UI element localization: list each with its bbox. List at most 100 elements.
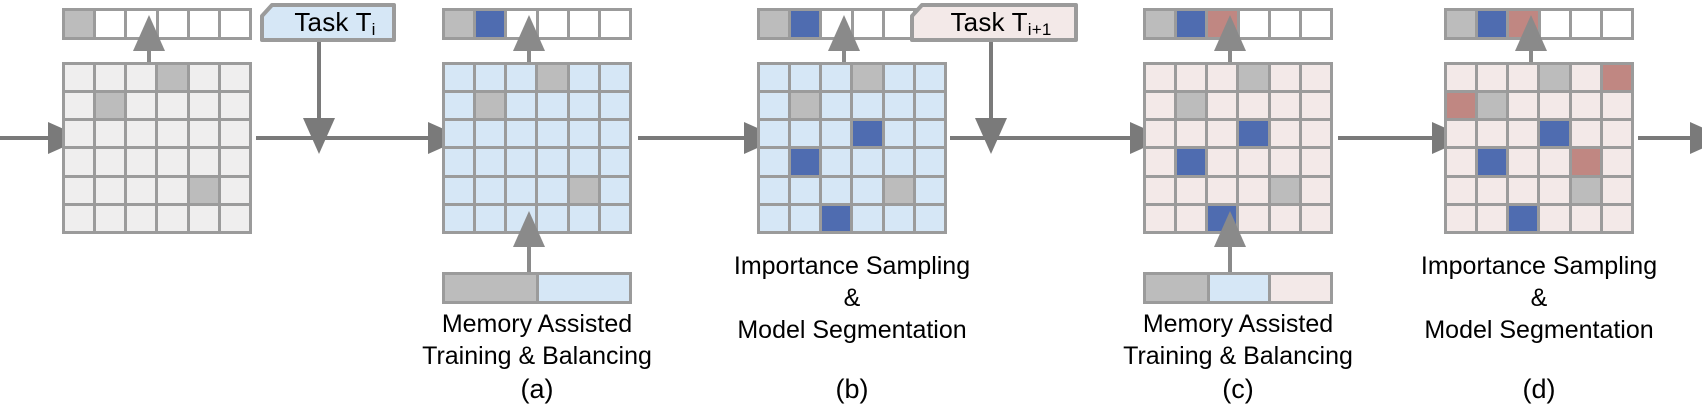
grid-cell (127, 65, 156, 91)
grid-cell (1509, 65, 1538, 91)
panel-c-top-bar (1143, 8, 1333, 40)
grid-cell (1447, 205, 1476, 231)
task-i1-drop-arrow (975, 40, 1007, 154)
bar-segment (1270, 11, 1299, 37)
grid-cell (1571, 149, 1600, 175)
grid-cell (476, 205, 505, 231)
memory-bar-segment (1146, 275, 1207, 301)
grid-cell (600, 149, 629, 175)
grid-cell (915, 65, 944, 91)
grid-cell (127, 93, 156, 119)
bar-segment (822, 11, 851, 37)
grid-cell (220, 65, 249, 91)
grid-cell (1177, 205, 1206, 231)
grid-cell (1239, 65, 1268, 91)
bar-segment (1540, 11, 1569, 37)
grid-cell (1208, 149, 1237, 175)
panel-b-caption: Importance Sampling & Model Segmentation (733, 252, 971, 344)
grid-cell (445, 149, 474, 175)
grid-cell (220, 121, 249, 147)
grid-cell (476, 65, 505, 91)
grid-cell (127, 149, 156, 175)
grid-cell (915, 205, 944, 231)
task-tag-ti-label: Task Ti (294, 6, 376, 39)
grid-cell (1270, 205, 1299, 231)
grid-cell (220, 93, 249, 119)
grid-cell (65, 177, 94, 203)
grid-cell (1301, 177, 1330, 203)
bar-segment (760, 11, 789, 37)
grid-cell (822, 177, 851, 203)
grid-cell (1177, 93, 1206, 119)
grid-cell (569, 149, 598, 175)
grid-cell (853, 65, 882, 91)
grid-cell (1509, 149, 1538, 175)
grid-cell (600, 205, 629, 231)
bar-segment (1177, 11, 1206, 37)
bar-segment (127, 11, 156, 37)
grid-cell (600, 121, 629, 147)
bar-segment (791, 11, 820, 37)
grid-cell (1571, 177, 1600, 203)
grid-cell (1540, 177, 1569, 203)
grid-cell (476, 121, 505, 147)
grid-cell (1509, 121, 1538, 147)
grid-cell (1239, 121, 1268, 147)
grid-cell (507, 205, 536, 231)
grid-cell (915, 177, 944, 203)
grid-cell (1208, 65, 1237, 91)
grid-cell (127, 205, 156, 231)
grid-cell (1270, 65, 1299, 91)
grid-cell (445, 65, 474, 91)
grid-cell (1301, 93, 1330, 119)
grid-cell (1447, 93, 1476, 119)
grid-cell (760, 205, 789, 231)
memory-bar-segment (1209, 275, 1269, 301)
bar-segment (158, 11, 187, 37)
grid-cell (1509, 93, 1538, 119)
grid-cell (1602, 121, 1631, 147)
grid-cell (1239, 149, 1268, 175)
grid-cell (1478, 65, 1507, 91)
grid-cell (445, 205, 474, 231)
grid-cell (760, 177, 789, 203)
grid-cell (884, 149, 913, 175)
grid-cell (96, 93, 125, 119)
grid-cell (1270, 93, 1299, 119)
bar-segment (445, 11, 474, 37)
grid-cell (1239, 177, 1268, 203)
grid-cell (569, 177, 598, 203)
panel-d-grid (1444, 62, 1634, 234)
panel-a-letter: (a) (520, 374, 554, 404)
grid-cell (1540, 65, 1569, 91)
grid-cell (1447, 65, 1476, 91)
grid-cell (822, 149, 851, 175)
panel-c-letter: (c) (1222, 374, 1254, 404)
grid-cell (822, 93, 851, 119)
grid-cell (853, 121, 882, 147)
grid-cell (1208, 177, 1237, 203)
panel-d-letter: (d) (1522, 374, 1556, 404)
grid-cell (1177, 177, 1206, 203)
grid-cell (822, 65, 851, 91)
grid-cell (569, 205, 598, 231)
bar-segment (1208, 11, 1237, 37)
grid-cell (1177, 121, 1206, 147)
task-tag-ti-shape (260, 3, 396, 42)
panel-0-grid (62, 62, 252, 234)
grid-cell (538, 177, 567, 203)
grid-cell (853, 149, 882, 175)
grid-cell (1447, 121, 1476, 147)
grid-cell (65, 93, 94, 119)
grid-cell (1602, 65, 1631, 91)
grid-cell (538, 121, 567, 147)
grid-cell (1602, 205, 1631, 231)
panel-c-grid (1143, 62, 1333, 234)
grid-cell (1270, 149, 1299, 175)
bar-segment (1602, 11, 1632, 37)
grid-cell (1208, 93, 1237, 119)
grid-cell (1478, 121, 1507, 147)
grid-cell (538, 149, 567, 175)
task-tag-ti: Task Ti (258, 2, 398, 44)
grid-cell (1602, 149, 1631, 175)
